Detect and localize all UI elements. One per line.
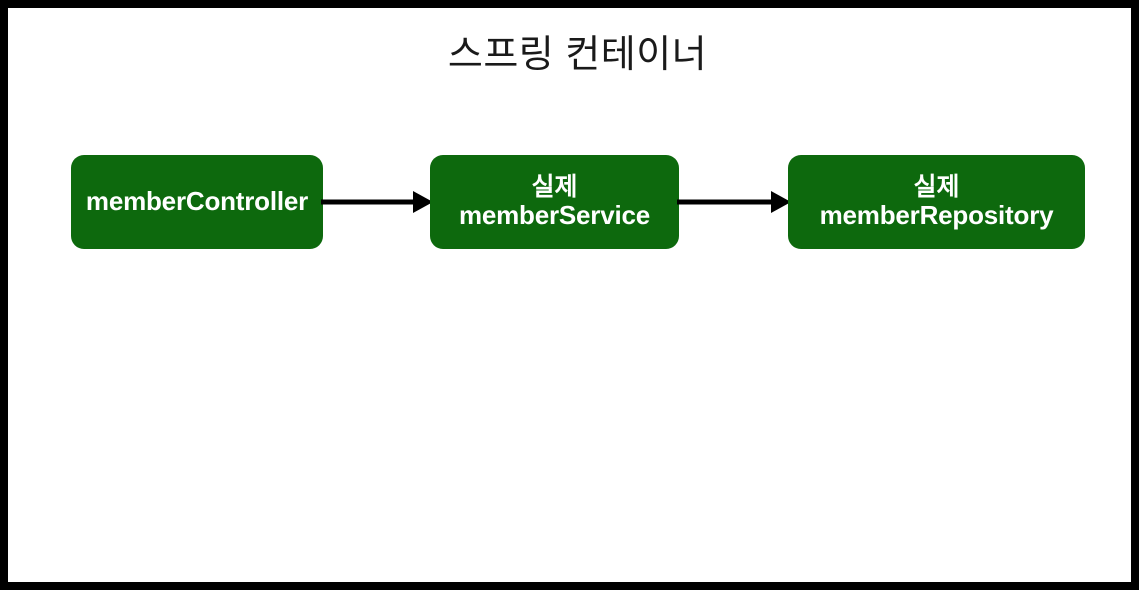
empty-canvas-area xyxy=(16,268,1131,582)
arrow-right-icon xyxy=(677,191,791,213)
node-member-service-label-kr: 실제 xyxy=(531,172,578,201)
page-title: 스프링 컨테이너 xyxy=(447,34,708,76)
node-member-repository[interactable]: 실제 memberRepository xyxy=(788,155,1085,249)
node-member-repository-label-kr: 실제 xyxy=(913,172,960,201)
node-member-controller-label: memberController xyxy=(85,186,309,217)
node-member-controller[interactable]: memberController xyxy=(71,155,323,249)
node-member-service-label-en: memberService xyxy=(458,200,651,231)
node-member-repository-label-en: memberRepository xyxy=(819,200,1054,231)
edge-controller-to-service xyxy=(321,184,433,220)
node-member-service[interactable]: 실제 memberService xyxy=(430,155,679,249)
arrow-right-icon xyxy=(321,191,433,213)
edge-service-to-repository xyxy=(677,184,791,220)
